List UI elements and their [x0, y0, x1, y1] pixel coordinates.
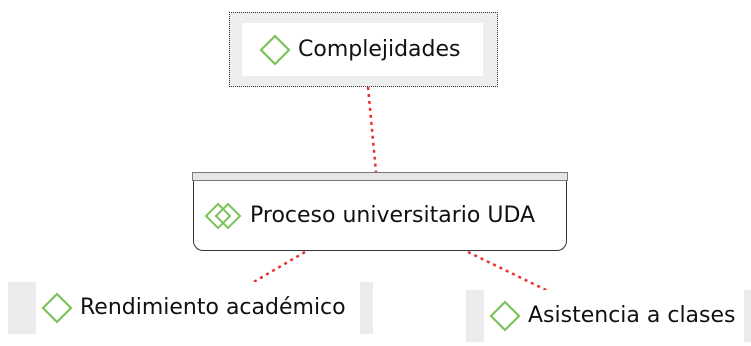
node-proceso-body: Proceso universitario UDA: [193, 181, 567, 251]
edge-proceso-rendimiento: [251, 250, 306, 285]
node-complejidades-body: Complejidades: [242, 23, 483, 76]
node-complejidades[interactable]: Complejidades: [229, 12, 498, 87]
node-asistencia-body: Asistencia a clases: [484, 290, 744, 342]
node-rendimiento-label: Rendimiento académico: [80, 295, 346, 320]
node-proceso-universitario[interactable]: Proceso universitario UDA: [192, 172, 568, 252]
code-diamond-icon: [489, 300, 521, 332]
node-asistencia-a-clases[interactable]: Asistencia a clases: [466, 290, 751, 342]
node-proceso-label: Proceso universitario UDA: [250, 202, 536, 228]
double-diamond-icon: [204, 202, 242, 229]
document-header-bar: [192, 172, 568, 181]
code-diamond-icon: [259, 33, 291, 66]
code-diamond-icon: [41, 292, 73, 324]
node-complejidades-label: Complejidades: [298, 36, 461, 62]
node-rendimiento-academico[interactable]: Rendimiento académico: [8, 282, 373, 334]
edge-proceso-asistencia: [467, 250, 549, 293]
node-rendimiento-body: Rendimiento académico: [36, 282, 360, 334]
node-asistencia-label: Asistencia a clases: [528, 303, 736, 328]
edge-complejidades-proceso: [366, 86, 378, 173]
